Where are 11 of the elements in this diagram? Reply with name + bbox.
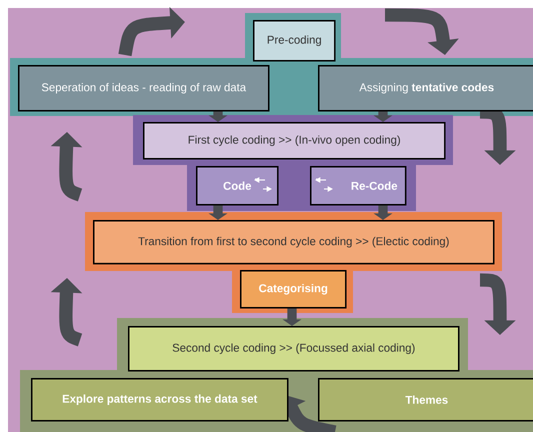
process-box: Transition from first to second cycle coding >> (Electic coding) [93, 220, 494, 264]
process-box: Code [196, 166, 279, 206]
process-box: Re-Code [310, 166, 406, 206]
process-box: Explore patterns across the data set [31, 378, 288, 422]
process-box: Seperation of ideas - reading of raw data [18, 65, 270, 112]
process-box: Assigning tentative codes [318, 65, 533, 112]
process-box: Themes [318, 378, 533, 422]
process-box: Second cycle coding >> (Focussed axial coding) [128, 326, 460, 372]
process-box: First cycle coding >> (In-vivo open coding) [143, 122, 446, 160]
process-box: Pre-coding [253, 20, 336, 62]
process-box: Categorising [240, 270, 347, 309]
